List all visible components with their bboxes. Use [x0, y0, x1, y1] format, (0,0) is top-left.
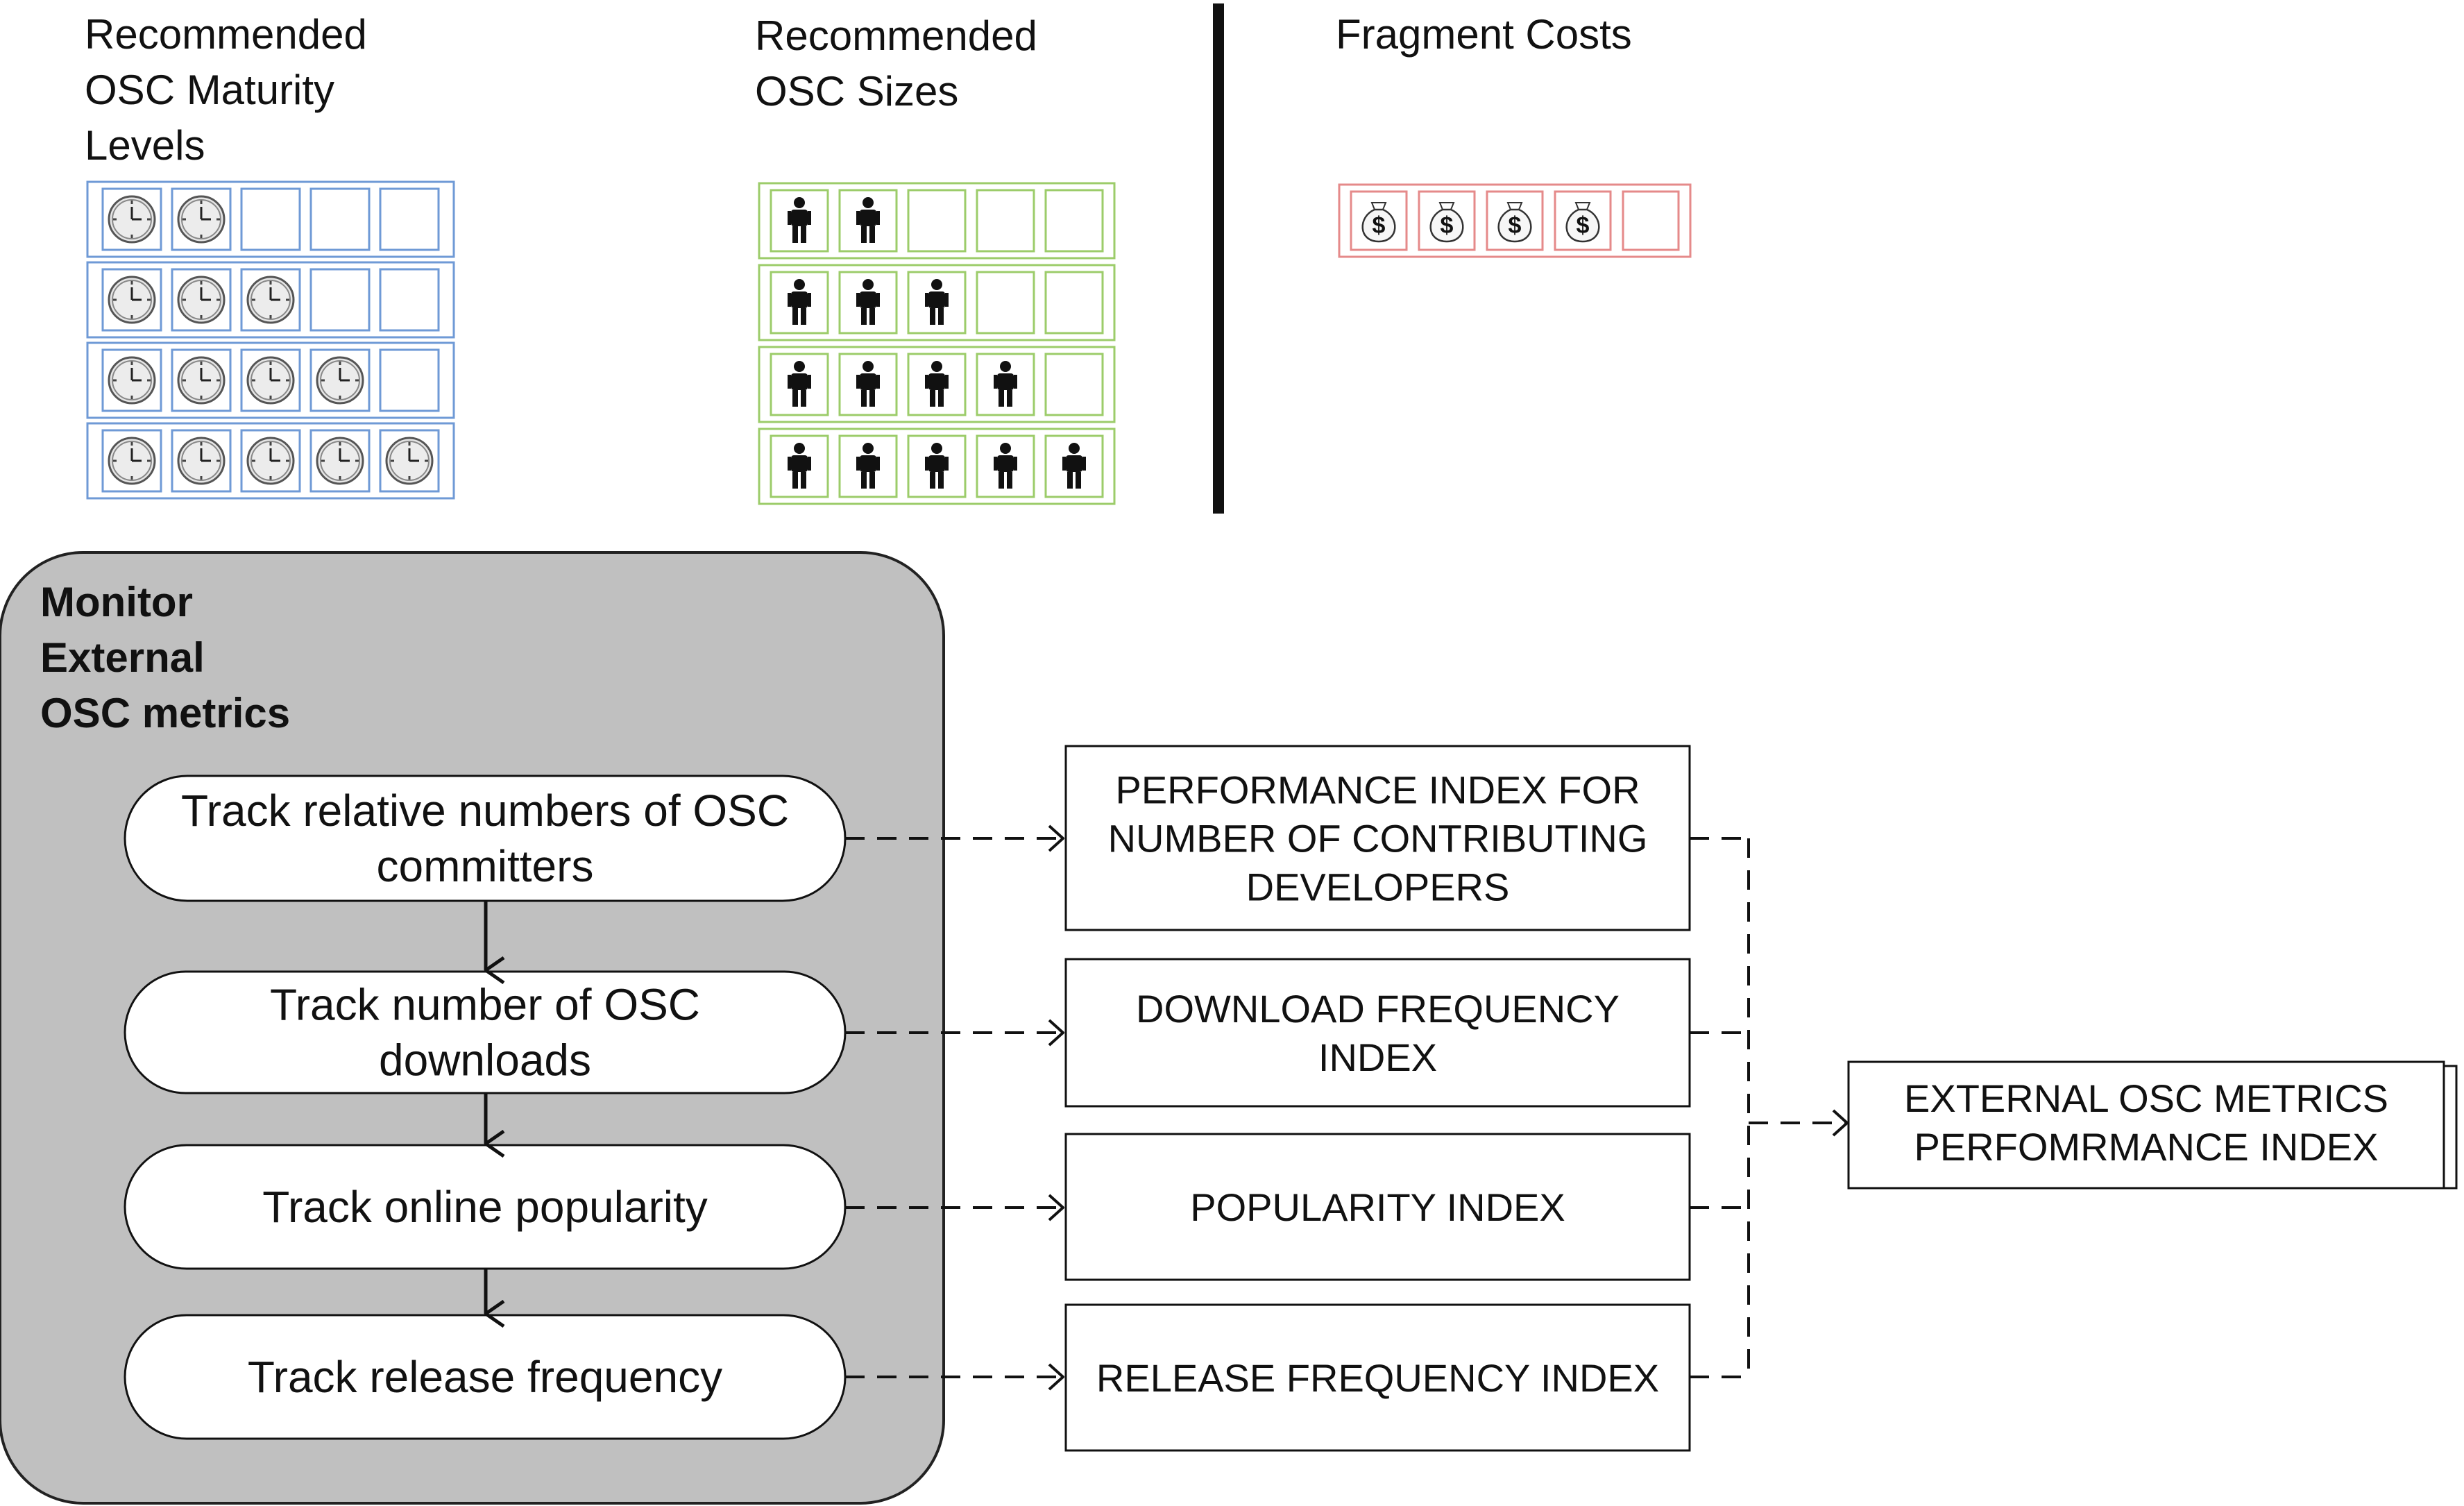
costs-legend-title: Fragment Costs [1336, 11, 1632, 58]
sizes-title-line: Recommended [755, 12, 1037, 59]
index-label: POPULARITY INDEX [1190, 1185, 1565, 1229]
legend-slot [309, 268, 371, 332]
clock-icon [316, 437, 364, 485]
clock-icon [385, 437, 434, 485]
legend-slot [379, 187, 440, 251]
result-label: EXTERNAL OSC METRICS PERFOMRMANCE INDEX [1904, 1076, 2388, 1169]
monitor-title-line: OSC metrics [40, 690, 290, 736]
result-text-line: PERFOMRMANCE INDEX [1914, 1125, 2379, 1169]
clock-icon [177, 437, 226, 485]
flow-step-label: Track release frequency [248, 1352, 722, 1402]
clock-icon [108, 195, 156, 244]
legend-slot [976, 271, 1035, 335]
legend-slot [379, 348, 440, 412]
maturity-title-line: Levels [85, 122, 205, 169]
index-text-line: PERFORMANCE INDEX FOR [1115, 768, 1640, 812]
clock-icon [177, 356, 226, 405]
flow-step-text-line: Track relative numbers of OSC [181, 786, 789, 836]
clock-icon [246, 276, 295, 324]
legend-slot [240, 187, 301, 251]
clock-icon [246, 437, 295, 485]
sizes-title-line: OSC Sizes [755, 68, 958, 115]
index-boxes: PERFORMANCE INDEX FOR NUMBER OF CONTRIBUT… [1064, 745, 1691, 1452]
index-text-line: DOWNLOAD FREQUENCY [1136, 987, 1620, 1031]
fragment-costs-legend [1338, 183, 1692, 258]
legend-slot [907, 189, 967, 253]
osc-sizes-legend [758, 182, 1116, 505]
legend-slot [1044, 353, 1104, 416]
clock-icon [177, 195, 226, 244]
clock-icon [177, 276, 226, 324]
flow-steps: Track relative numbers of OSCcommittersT… [124, 775, 847, 1440]
result-box-frame [1847, 1060, 2445, 1190]
maturity-title-line: Recommended [85, 11, 367, 58]
flow-step-text-line: committers [377, 841, 594, 891]
clock-icon [316, 356, 364, 405]
index-text-line: NUMBER OF CONTRIBUTING [1108, 817, 1648, 861]
legend-slot [1622, 190, 1680, 251]
result-box-shadow [2442, 1065, 2458, 1190]
index-text-line: INDEX [1318, 1035, 1437, 1079]
maturity-title-line: OSC Maturity [85, 67, 334, 113]
clock-icon [246, 356, 295, 405]
result-box: EXTERNAL OSC METRICS PERFOMRMANCE INDEX [1847, 1060, 2458, 1190]
maturity-levels-legend [86, 180, 455, 500]
costs-title-line: Fragment Costs [1336, 11, 1632, 58]
index-box [1064, 958, 1691, 1108]
index-text-line: RELEASE FREQUENCY INDEX [1096, 1356, 1659, 1400]
clock-icon [108, 276, 156, 324]
legend-slot [1044, 271, 1104, 335]
legend-slot [1044, 189, 1104, 253]
clock-icon [108, 356, 156, 405]
index-text-line: DEVELOPERS [1246, 865, 1510, 909]
monitor-title-line: Monitor [40, 579, 193, 625]
index-box [1064, 745, 1691, 931]
legend-slot [770, 434, 829, 498]
flow-step-text-line: downloads [379, 1035, 591, 1085]
connectors [845, 838, 1847, 1377]
flow-step-label: Track online popularity [262, 1182, 708, 1232]
flow-step-text-line: Track number of OSC [270, 980, 700, 1030]
index-text-line: POPULARITY INDEX [1190, 1185, 1565, 1229]
legend-slot [976, 189, 1035, 253]
index-label: PERFORMANCE INDEX FOR NUMBER OF CONTRIBUT… [1108, 768, 1648, 909]
legend-slot [309, 187, 371, 251]
index-label: RELEASE FREQUENCY INDEX [1096, 1356, 1659, 1400]
clock-icon [108, 437, 156, 485]
legend-slot [379, 268, 440, 332]
flow-step-text-line: Track online popularity [262, 1182, 708, 1232]
index-box [1064, 1133, 1691, 1281]
flow-step-text-line: Track release frequency [248, 1352, 722, 1402]
index-box [1064, 1303, 1691, 1452]
monitor-title-line: External [40, 634, 205, 681]
result-text-line: EXTERNAL OSC METRICS [1904, 1076, 2388, 1120]
